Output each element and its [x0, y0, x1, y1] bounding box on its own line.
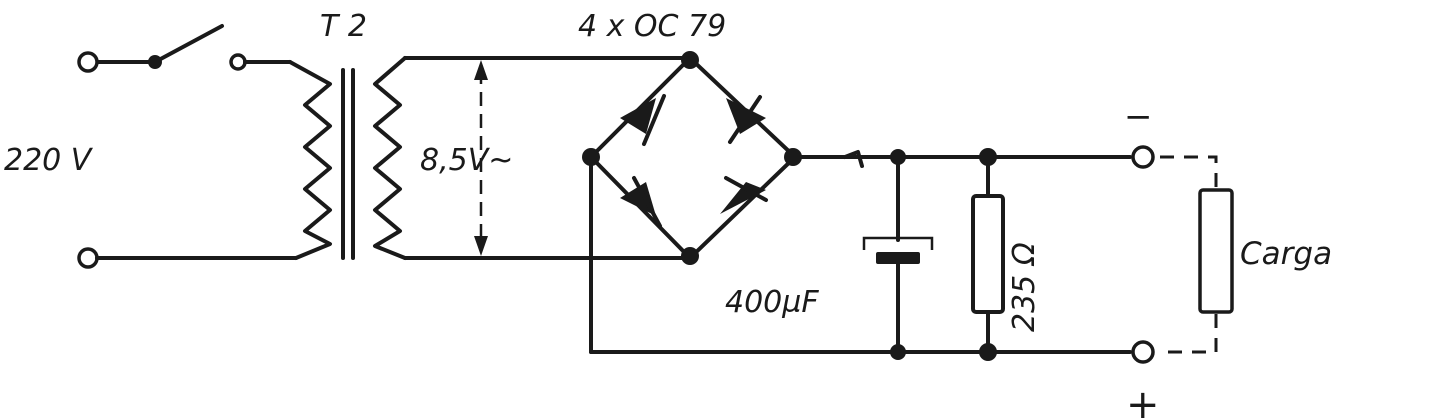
transformer-primary	[288, 60, 332, 260]
switch-contact	[229, 53, 247, 71]
switch-pivot	[148, 55, 162, 69]
output-rails	[589, 148, 1132, 361]
diodes-label: 4 x OC 79	[578, 9, 726, 44]
bridge-node-bottom	[681, 247, 699, 265]
output-terminal-negative	[1131, 145, 1155, 169]
diode-3	[620, 176, 662, 228]
transformer-core	[341, 68, 355, 260]
load	[1160, 155, 1234, 354]
positive-sign-label: +	[1126, 382, 1160, 419]
transformer-secondary	[373, 56, 407, 260]
output-terminal-positive	[1131, 340, 1155, 364]
diode-2	[726, 95, 766, 144]
switch-lever	[153, 24, 224, 64]
capacitor-label: 400µF	[725, 285, 819, 320]
voltage-arrow	[474, 60, 488, 256]
mains-terminal-bottom	[77, 247, 99, 269]
diode-1	[620, 94, 666, 146]
mains-input	[77, 24, 298, 269]
diode-bridge	[582, 51, 802, 265]
load-label: Carga	[1240, 236, 1332, 272]
mains-voltage-label: 220 V	[4, 143, 94, 178]
resistor	[971, 155, 1005, 354]
capacitor	[862, 155, 934, 354]
resistor-label: 235 Ω	[1007, 242, 1042, 332]
diode-4	[720, 176, 768, 214]
negative-sign-label: −	[1124, 97, 1153, 137]
secondary-voltage-label: 8,5V~	[420, 143, 513, 178]
bridge-node-top	[681, 51, 699, 69]
transformer-label: T 2	[320, 9, 367, 44]
mains-terminal-top	[77, 51, 99, 73]
